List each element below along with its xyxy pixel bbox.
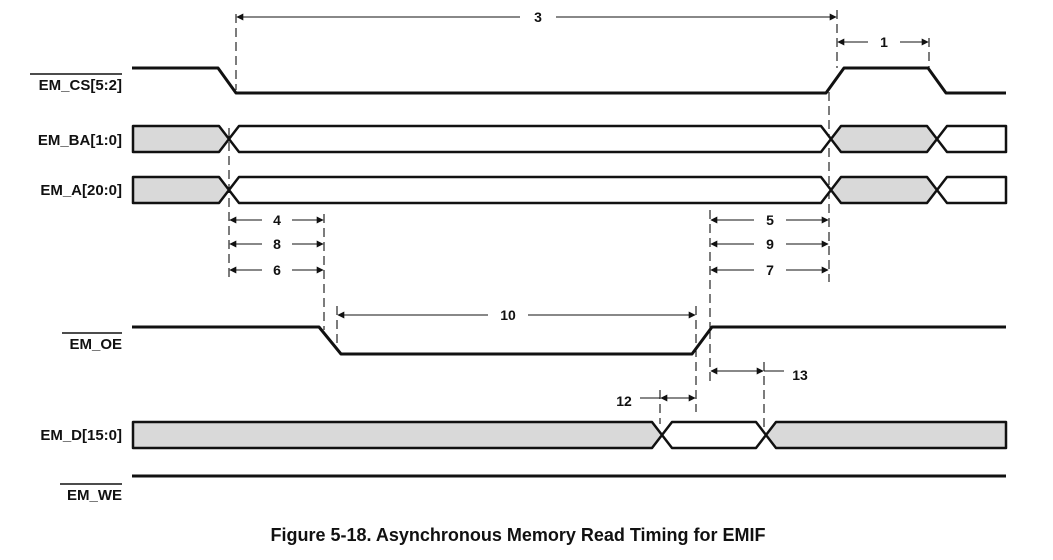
em-cs-label: EM_CS[5:2] bbox=[39, 77, 122, 94]
timing-param-13: 13 bbox=[710, 367, 808, 383]
em-ba-label: EM_BA[1:0] bbox=[38, 132, 122, 149]
timing-param-7: 7 bbox=[710, 262, 829, 278]
param-1-label: 1 bbox=[880, 34, 888, 50]
figure-caption: Figure 5-18. Asynchronous Memory Read Ti… bbox=[270, 525, 765, 545]
em-ba-signal: EM_BA[1:0] bbox=[38, 124, 1008, 154]
param-10-label: 10 bbox=[500, 307, 516, 323]
em-ba-invalid-segment-2 bbox=[829, 124, 939, 154]
em-cs-signal: EM_CS[5:2] bbox=[30, 66, 1006, 95]
em-a-invalid-segment-2 bbox=[829, 175, 939, 205]
em-we-label: EM_WE bbox=[67, 487, 122, 504]
em-d-invalid-segment-1 bbox=[131, 420, 664, 450]
em-d-invalid-segment-2 bbox=[764, 420, 1008, 450]
em-d-valid-data-segment bbox=[660, 420, 768, 450]
param-4-label: 4 bbox=[273, 212, 281, 228]
timing-param-5: 5 bbox=[710, 212, 829, 228]
em-a-signal: EM_A[20:0] bbox=[40, 175, 1008, 205]
em-cs-waveform bbox=[132, 66, 1006, 95]
reference-lines bbox=[228, 10, 930, 432]
em-a-label: EM_A[20:0] bbox=[40, 182, 122, 199]
timing-param-1: 1 bbox=[837, 34, 929, 50]
em-a-valid-segment bbox=[227, 175, 833, 205]
timing-param-9: 9 bbox=[710, 236, 829, 252]
em-a-invalid-segment-1 bbox=[131, 175, 231, 205]
param-9-label: 9 bbox=[766, 236, 774, 252]
timing-param-6: 6 bbox=[229, 262, 324, 278]
param-8-label: 8 bbox=[273, 236, 281, 252]
param-3-label: 3 bbox=[534, 9, 542, 25]
timing-param-4: 4 bbox=[229, 212, 324, 228]
em-oe-label: EM_OE bbox=[69, 336, 122, 353]
em-ba-invalid-segment-1 bbox=[131, 124, 231, 154]
em-d-label: EM_D[15:0] bbox=[40, 427, 122, 444]
em-oe-signal: EM_OE bbox=[62, 325, 1006, 356]
param-6-label: 6 bbox=[273, 262, 281, 278]
timing-param-8: 8 bbox=[229, 236, 324, 252]
em-d-signal: EM_D[15:0] bbox=[40, 420, 1008, 450]
em-oe-waveform bbox=[132, 325, 1006, 356]
param-12-label: 12 bbox=[616, 393, 632, 409]
timing-param-10: 10 bbox=[337, 307, 696, 323]
timing-param-3: 3 bbox=[236, 9, 837, 25]
em-ba-valid-segment bbox=[227, 124, 833, 154]
timing-param-12: 12 bbox=[616, 393, 696, 409]
param-13-label: 13 bbox=[792, 367, 808, 383]
param-5-label: 5 bbox=[766, 212, 774, 228]
param-7-label: 7 bbox=[766, 262, 774, 278]
em-ba-next-segment bbox=[935, 124, 1008, 154]
em-we-signal: EM_WE bbox=[60, 474, 1006, 504]
em-a-next-segment bbox=[935, 175, 1008, 205]
